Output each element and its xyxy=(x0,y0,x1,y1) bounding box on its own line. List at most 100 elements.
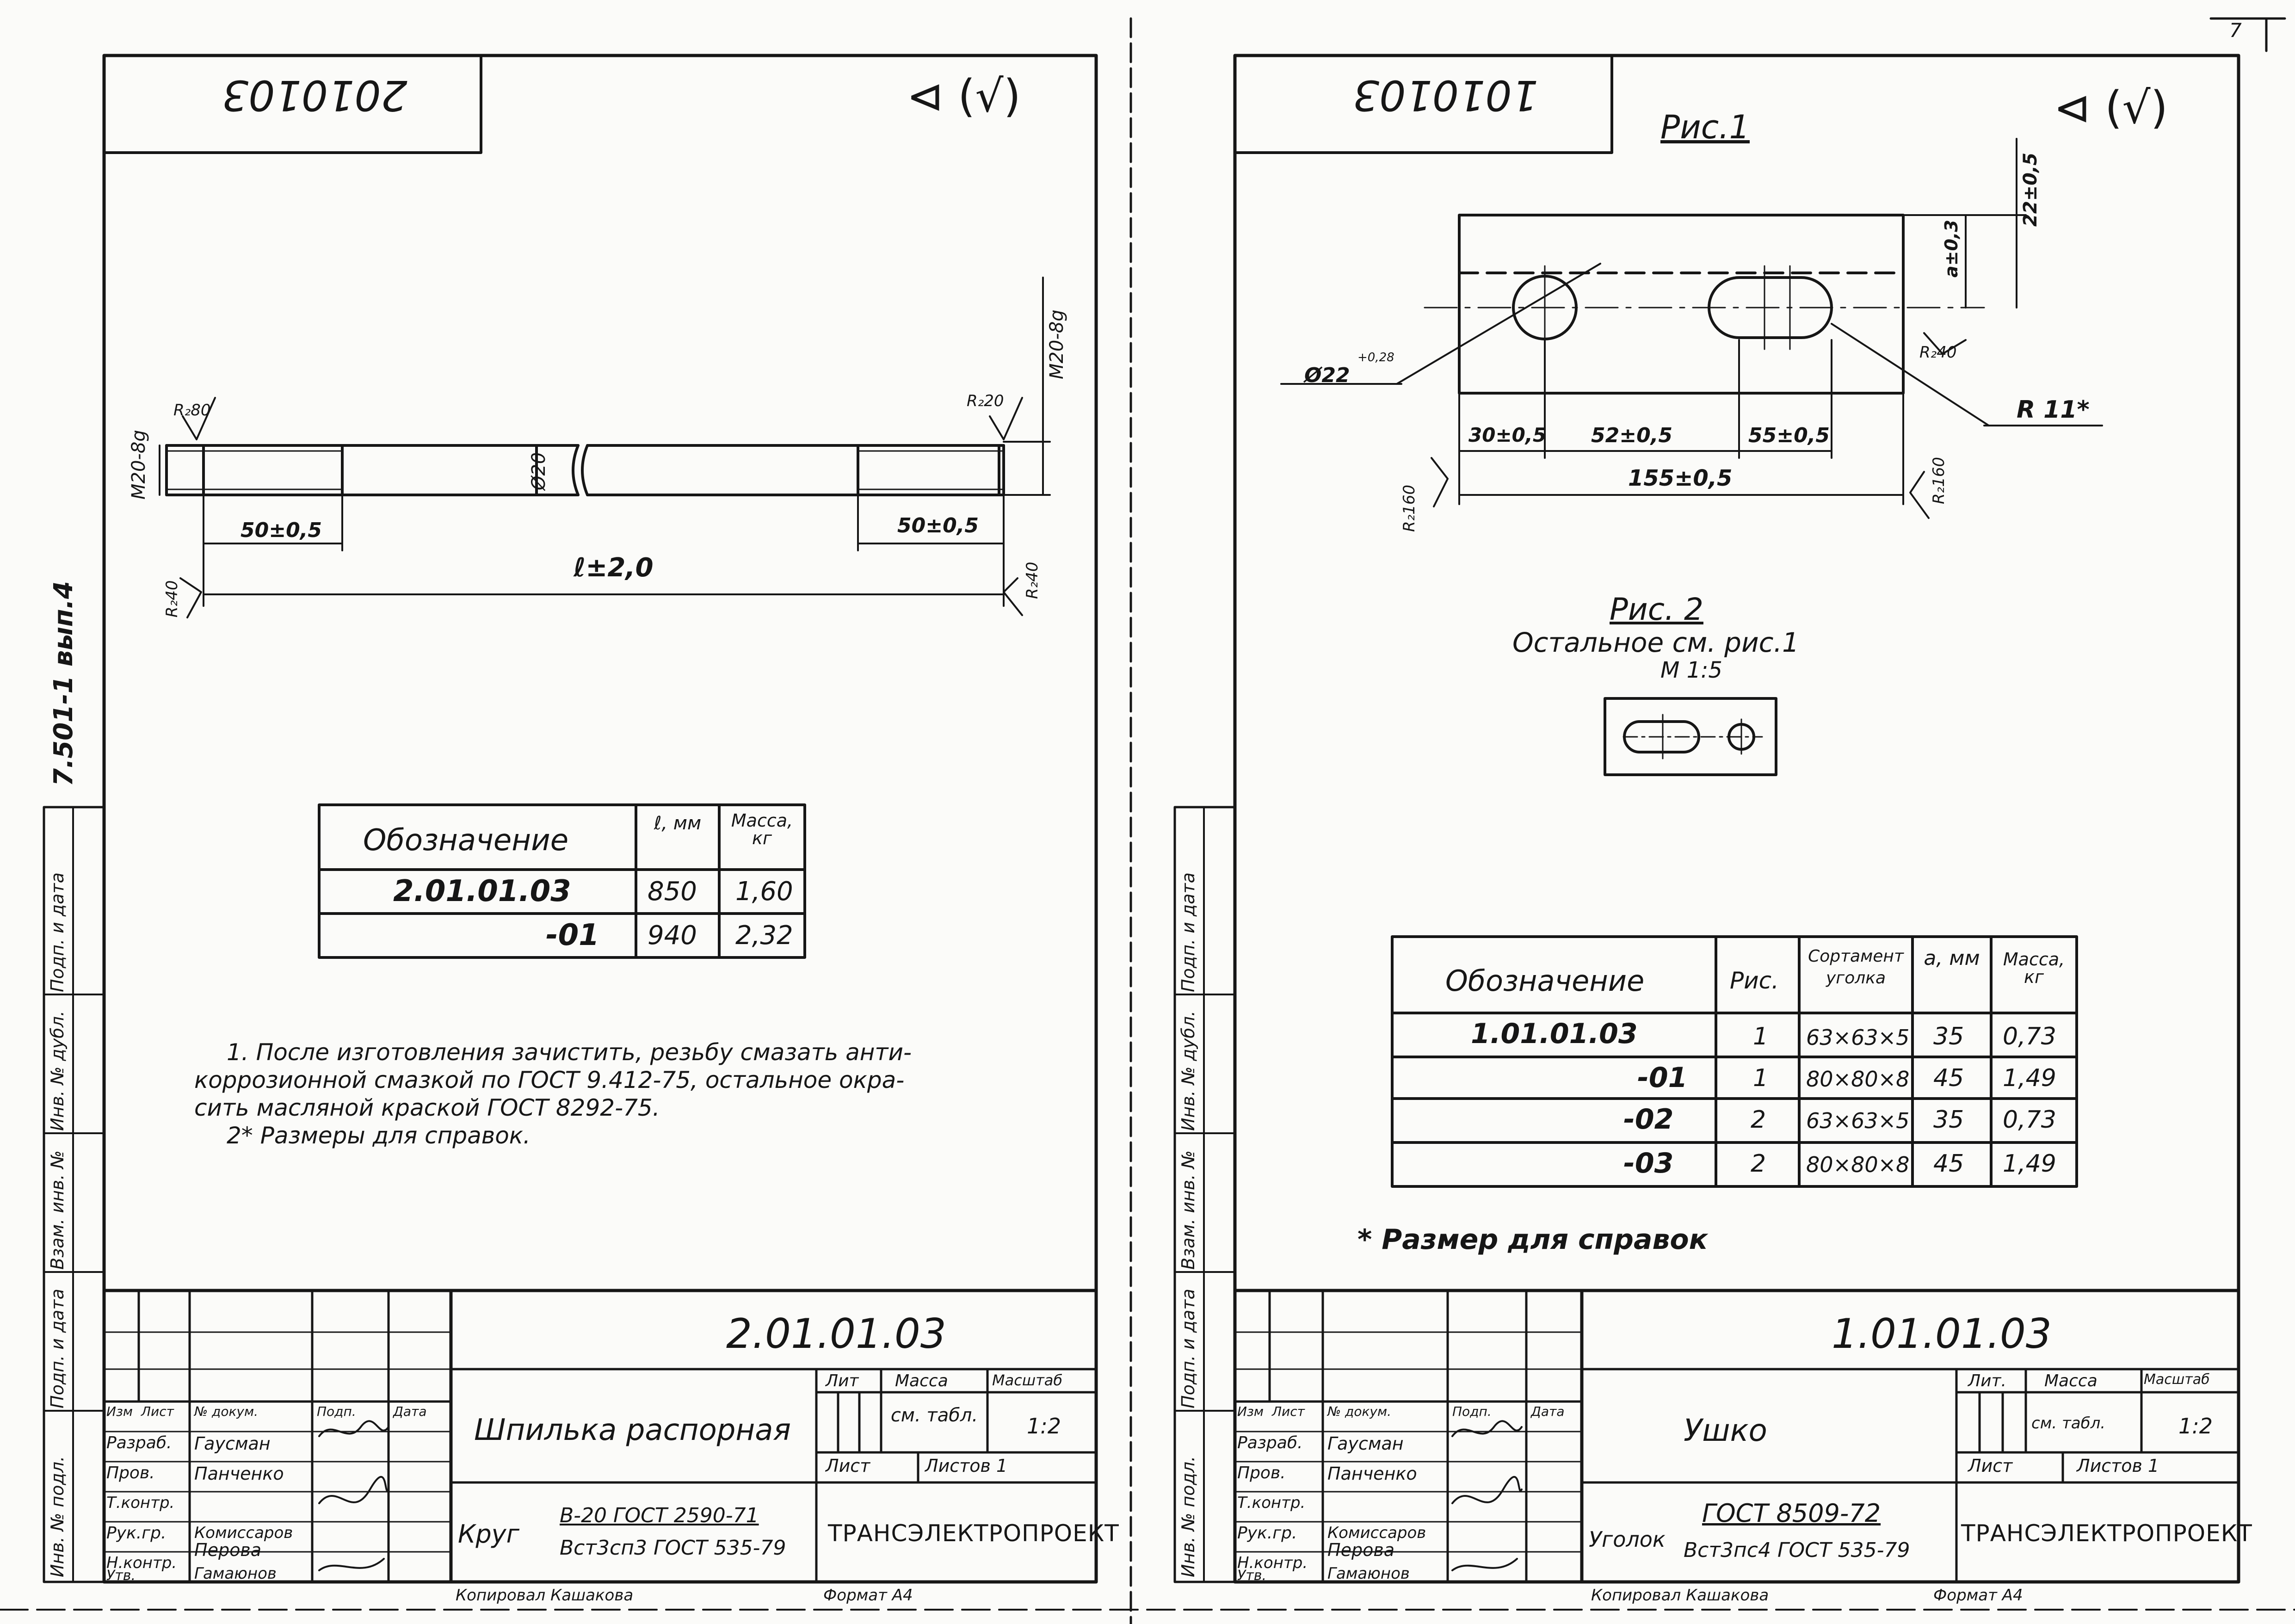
table-cell-a: 35 xyxy=(1933,1106,1964,1134)
archive-inv-duplicate: Инв. № дубл. xyxy=(47,1011,68,1131)
role-label: Т.контр. xyxy=(106,1494,175,1512)
table-cell-mass: 0,73 xyxy=(2003,1106,2056,1134)
corner-code: 1010103 xyxy=(1353,71,1538,119)
person-name: Гаусман xyxy=(194,1433,271,1454)
archive-inv-original: Инв. № подл. xyxy=(1178,1456,1198,1577)
ref-radius: R 11* xyxy=(2017,396,2090,424)
role-label: Разраб. xyxy=(1237,1433,1303,1452)
stud-drawing xyxy=(159,277,1051,618)
radius-bottom-right: R₂40 xyxy=(1023,562,1042,599)
role-label: Рук.гр. xyxy=(1237,1524,1297,1543)
table-header-figure: Рис. xyxy=(1730,967,1779,994)
left-sheet-frame xyxy=(43,54,1098,1584)
table-cell-mass: 2,32 xyxy=(735,920,793,951)
material-kind: Уголок xyxy=(1589,1527,1666,1552)
dim-total: 155±0,5 xyxy=(1628,465,1733,491)
table-cell-a: 35 xyxy=(1933,1023,1964,1050)
table-cell-length: 850 xyxy=(648,877,697,907)
col-head-change: Изм xyxy=(106,1404,133,1419)
surface-finish-mark: ⊲ (√) xyxy=(2054,82,2168,134)
document-number: 1.01.01.03 xyxy=(1832,1310,2052,1358)
note-line: 1. После изготовления зачистить, резьбу … xyxy=(227,1039,912,1066)
table-header-angle: Сортамент уголка xyxy=(1808,947,1904,988)
reference-note: * Размер для справок xyxy=(1357,1223,1708,1256)
table-cell-mass: 0,73 xyxy=(2003,1023,2056,1050)
mass-value: см. табл. xyxy=(2031,1414,2106,1433)
col-head-doc: № докум. xyxy=(1327,1404,1392,1419)
total-length: ℓ±2,0 xyxy=(574,553,654,583)
note-line: сить масляной краской ГОСТ 8292-75. xyxy=(194,1094,660,1121)
table-cell-figure: 1 xyxy=(1753,1023,1769,1050)
table-row: -01 xyxy=(1637,1062,1688,1094)
table-cell-a: 45 xyxy=(1933,1064,1964,1092)
plate-drawing xyxy=(1280,138,2103,519)
mass-label: Масса xyxy=(2044,1371,2098,1390)
copied-by: Копировал Кашакова xyxy=(456,1586,634,1605)
table-cell-a: 45 xyxy=(1933,1150,1964,1178)
hole-diameter: Ø22 xyxy=(1304,364,1350,387)
person-name: Комиссаров xyxy=(1327,1524,1426,1542)
table-header-designation: Обозначение xyxy=(363,823,569,858)
role-label: Утв. xyxy=(106,1568,136,1584)
part-name: Ушко xyxy=(1684,1413,1767,1448)
table-cell-mass: 1,49 xyxy=(2003,1150,2056,1178)
dim-55: 55±0,5 xyxy=(1748,424,1830,447)
radius-top-left: R₂80 xyxy=(173,401,211,420)
col-head-sheet: Лист xyxy=(141,1404,174,1419)
scale-label: Масштаб xyxy=(992,1371,1063,1389)
col-head-sign: Подп. xyxy=(317,1404,356,1419)
col-head-date: Дата xyxy=(393,1404,427,1419)
table-header-mass: Масса, кг xyxy=(731,810,793,848)
corner-code-box: 2010103 xyxy=(222,71,407,119)
radius-bottom-left: R₂40 xyxy=(163,580,181,617)
table-cell-angle: 63×63×5 xyxy=(1806,1025,1910,1050)
copied-by: Копировал Кашакова xyxy=(1591,1586,1769,1605)
table-cell-angle: 80×80×8 xyxy=(1806,1152,1910,1177)
role-label: Разраб. xyxy=(106,1433,172,1452)
person-name: Гамаюнов xyxy=(1327,1564,1410,1583)
material-line-2: Вст3пс4 ГОСТ 535-79 xyxy=(1684,1538,1910,1562)
paper-format: Формат А4 xyxy=(823,1586,913,1605)
scale-value: 1:2 xyxy=(2178,1414,2213,1439)
role-label: Рук.гр. xyxy=(106,1524,167,1543)
archive-sign-date-1: Подп. и дата xyxy=(1178,1289,1198,1408)
dim-height: 22±0,5 xyxy=(2020,152,2041,227)
right-sheet-frame xyxy=(1173,17,2286,1584)
sheets-label: Листов 1 xyxy=(925,1456,1008,1476)
fig2-drawing xyxy=(1604,697,1777,776)
document-number: 2.01.01.03 xyxy=(726,1310,946,1358)
role-label: Пров. xyxy=(106,1463,155,1482)
table-cell-mass: 1,49 xyxy=(2003,1064,2056,1092)
person-name: Комиссаров xyxy=(194,1524,293,1542)
table-row: -02 xyxy=(1623,1103,1674,1136)
signature-marks xyxy=(318,1420,1523,1571)
person-name: Перова xyxy=(194,1540,262,1560)
archive-sign-date-2: Подп. и дата xyxy=(47,872,68,992)
role-label: Утв. xyxy=(1237,1568,1266,1584)
thread-label-right: M20-8g xyxy=(1046,309,1067,379)
mass-value: см. табл. xyxy=(890,1405,978,1426)
material-line-2: Вст3сп3 ГОСТ 535-79 xyxy=(560,1536,786,1560)
table-header-a: a, мм xyxy=(1924,946,1980,970)
person-name: Перова xyxy=(1327,1540,1395,1560)
mass-label: Масса xyxy=(895,1371,948,1390)
table-header-length: ℓ, мм xyxy=(654,813,702,834)
table-row: -01 xyxy=(546,918,599,952)
role-label: Н.контр. xyxy=(106,1554,177,1572)
diameter-label: Ø20 xyxy=(528,452,549,490)
right-title-grid xyxy=(1233,1289,2240,1584)
thread-label-left: M20-8g xyxy=(128,430,149,500)
radius-top-right: R₂20 xyxy=(967,392,1004,410)
table-row: 2.01.01.03 xyxy=(393,874,571,908)
corner-code: 2010103 xyxy=(222,71,407,119)
table-row: 1.01.01.03 xyxy=(1471,1018,1638,1050)
table-header-mass: Масса, кг xyxy=(2003,949,2065,987)
left-title-grid xyxy=(102,1289,1098,1584)
part-name: Шпилька распорная xyxy=(474,1413,791,1447)
archive-replace-inv: Взам. инв. № xyxy=(47,1150,68,1270)
material-line-1: ГОСТ 8509-72 xyxy=(1702,1499,1881,1528)
organization-name: ТРАНСЭЛЕКТРОПРОЕКТ xyxy=(1961,1520,2252,1547)
role-label: Н.контр. xyxy=(1237,1554,1308,1572)
col-head-sheet: Лист xyxy=(1272,1404,1305,1419)
left-table-grid xyxy=(318,803,806,959)
